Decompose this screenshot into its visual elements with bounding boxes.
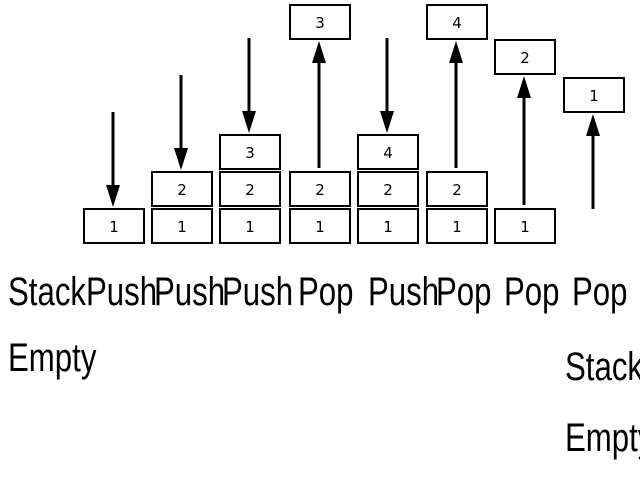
- caption-step-4: Pop: [298, 270, 354, 314]
- stack-box-step-3-level-1: 2: [219, 171, 281, 207]
- stack-box-step-6-level-1: 2: [426, 171, 488, 207]
- popped-box-step-7-label: 2: [520, 49, 530, 67]
- stack-box-step-4-level-1-label: 2: [315, 181, 325, 199]
- caption-step-0-sub: Empty: [8, 336, 97, 380]
- popped-box-step-6: 4: [426, 4, 488, 40]
- stack-box-step-2-level-1: 2: [151, 171, 213, 207]
- stack-box-step-4-level-0: 1: [289, 208, 351, 244]
- popped-box-step-7: 2: [494, 39, 556, 75]
- stack-box-step-5-level-1: 2: [357, 171, 419, 207]
- pop-arrow-step-6: [449, 41, 463, 168]
- caption-step-0: Stack: [8, 270, 87, 314]
- popped-box-step-4: 3: [289, 4, 351, 40]
- stack-box-step-2-level-1-label: 2: [177, 181, 187, 199]
- stack-box-step-6-level-0: 1: [426, 208, 488, 244]
- popped-box-step-6-label: 4: [452, 14, 462, 32]
- stack-box-step-2-level-0-label: 1: [177, 218, 187, 236]
- caption-step-8: Pop: [572, 270, 628, 314]
- popped-box-step-4-label: 3: [315, 14, 325, 32]
- stack-box-step-3-level-1-label: 2: [245, 181, 255, 199]
- caption-step-3: Push: [222, 270, 294, 314]
- stack-box-step-3-level-0-label: 1: [245, 218, 255, 236]
- caption-step-2: Push: [154, 270, 226, 314]
- stack-box-step-6-level-0-label: 1: [452, 218, 462, 236]
- caption-step-8-sub2: Empty: [565, 416, 640, 460]
- stack-box-step-7-level-0-label: 1: [520, 218, 530, 236]
- stack-box-step-2-level-0: 1: [151, 208, 213, 244]
- pop-arrow-step-7: [517, 76, 531, 205]
- push-arrow-step-5: [380, 38, 394, 133]
- stack-box-step-5-level-0-label: 1: [383, 218, 393, 236]
- stack-box-step-1-level-0-label: 1: [109, 218, 119, 236]
- stack-box-step-5-level-0: 1: [357, 208, 419, 244]
- stack-box-step-3-level-2: 3: [219, 134, 281, 170]
- stack-box-step-4-level-1: 2: [289, 171, 351, 207]
- stack-box-step-1-level-0: 1: [83, 208, 145, 244]
- stack-box-step-5-level-2: 4: [357, 134, 419, 170]
- caption-step-6: Pop: [436, 270, 492, 314]
- push-arrow-step-1: [106, 112, 120, 207]
- stack-box-step-3-level-2-label: 3: [245, 144, 255, 162]
- pop-arrow-step-4: [312, 41, 326, 168]
- push-arrow-step-3: [242, 38, 256, 133]
- stack-box-step-7-level-0: 1: [494, 208, 556, 244]
- caption-step-5: Push: [368, 270, 440, 314]
- stack-box-step-6-level-1-label: 2: [452, 181, 462, 199]
- push-arrow-step-2: [174, 75, 188, 170]
- caption-step-8-sub: Stack: [565, 345, 640, 389]
- caption-step-1: Push: [86, 270, 158, 314]
- stack-box-step-5-level-1-label: 2: [383, 181, 393, 199]
- pop-arrow-step-8: [586, 114, 600, 209]
- stack-box-step-5-level-2-label: 4: [383, 144, 393, 162]
- caption-step-7: Pop: [504, 270, 560, 314]
- popped-box-step-8-label: 1: [589, 87, 599, 105]
- popped-box-step-8: 1: [563, 77, 625, 113]
- stack-box-step-4-level-0-label: 1: [315, 218, 325, 236]
- stack-box-step-3-level-0: 1: [219, 208, 281, 244]
